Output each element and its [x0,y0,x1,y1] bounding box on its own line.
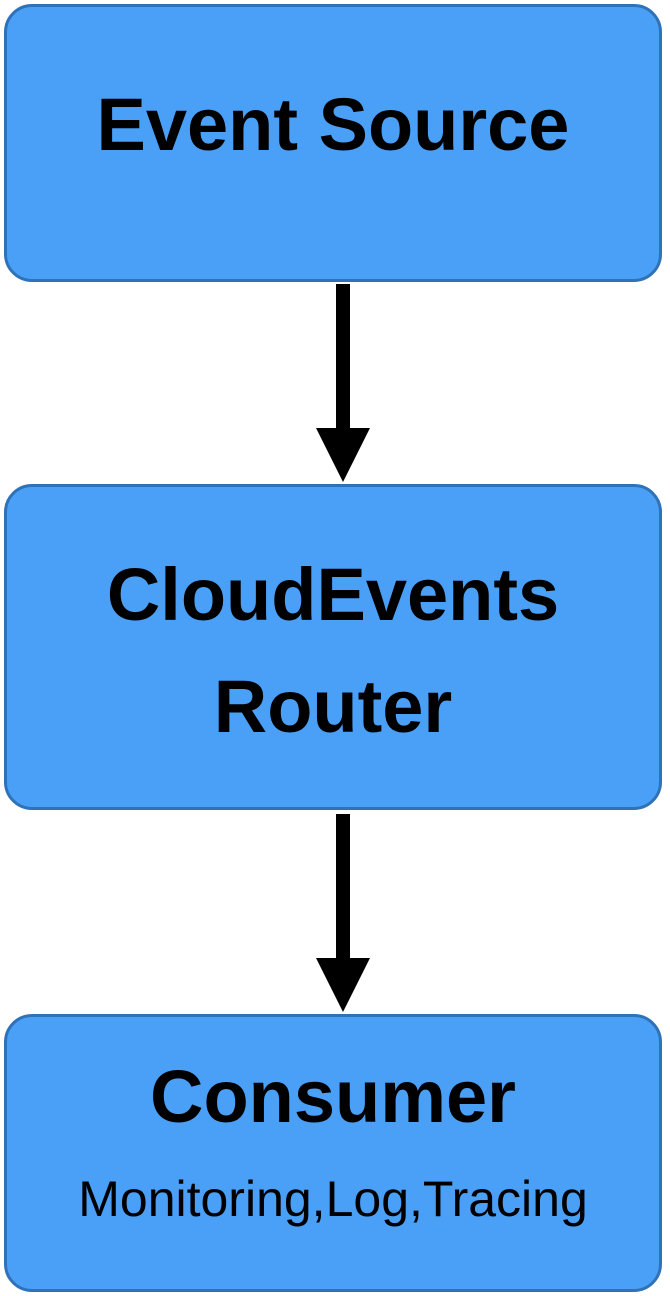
router-title-line1: CloudEvents [106,553,560,636]
cloudevents-router-node: CloudEvents Router [4,484,662,810]
consumer-node: Consumer Monitoring,Log,Tracing [4,1014,662,1292]
cloudevents-router-title: CloudEvents Router [7,539,659,763]
event-source-title: Event Source [96,83,570,166]
consumer-subtitle: Monitoring,Log,Tracing [78,1171,588,1227]
router-title-line2: Router [213,665,453,748]
event-source-node: Event Source [4,4,662,282]
arrow-source-to-router [316,284,370,482]
arrow-head [316,958,370,1012]
arrow-router-to-consumer [316,814,370,1012]
consumer-title: Consumer [150,1055,516,1138]
arrow-head [316,428,370,482]
